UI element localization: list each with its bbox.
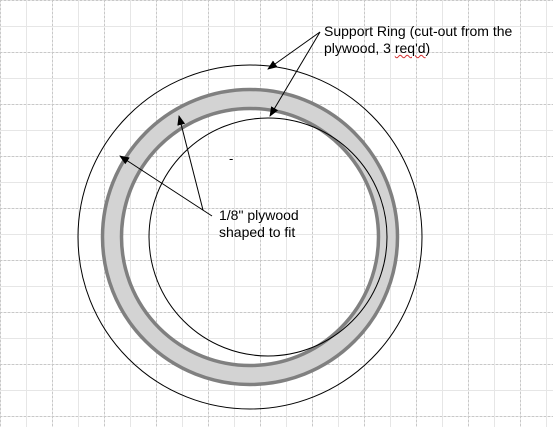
arrow-support-to-inner-ring [269, 31, 321, 117]
plywood-label-line2: shaped to fit [219, 224, 296, 240]
arrow-support-to-outer-ring [267, 31, 321, 70]
arrow-plywood-to-top-band [177, 115, 204, 211]
arrow-plywood-to-left-band [119, 155, 213, 217]
support-ring-label: Support Ring (cut-out from the plywood, … [324, 23, 549, 57]
support-ring-label-line1: Support Ring (cut-out from the [324, 23, 513, 39]
plywood-band-outer-edge [100, 87, 400, 387]
spellcheck-flagged-word: req'd [394, 40, 426, 56]
plywood-label-line1: 1/8" plywood [219, 207, 299, 223]
plywood-band-inner-edge [119, 106, 381, 368]
center-mark: - [229, 151, 234, 166]
inner-cutout-circle [148, 117, 388, 357]
plywood-band [103, 90, 397, 384]
support-ring-label-line2: plywood, 3 req'd) [324, 40, 549, 57]
support-ring-label-text: plywood, 3 [324, 40, 395, 56]
plywood-label: 1/8" plywood shaped to fit [219, 207, 329, 241]
support-ring-label-close: ) [425, 40, 431, 56]
outer-ring-circle [77, 64, 423, 410]
